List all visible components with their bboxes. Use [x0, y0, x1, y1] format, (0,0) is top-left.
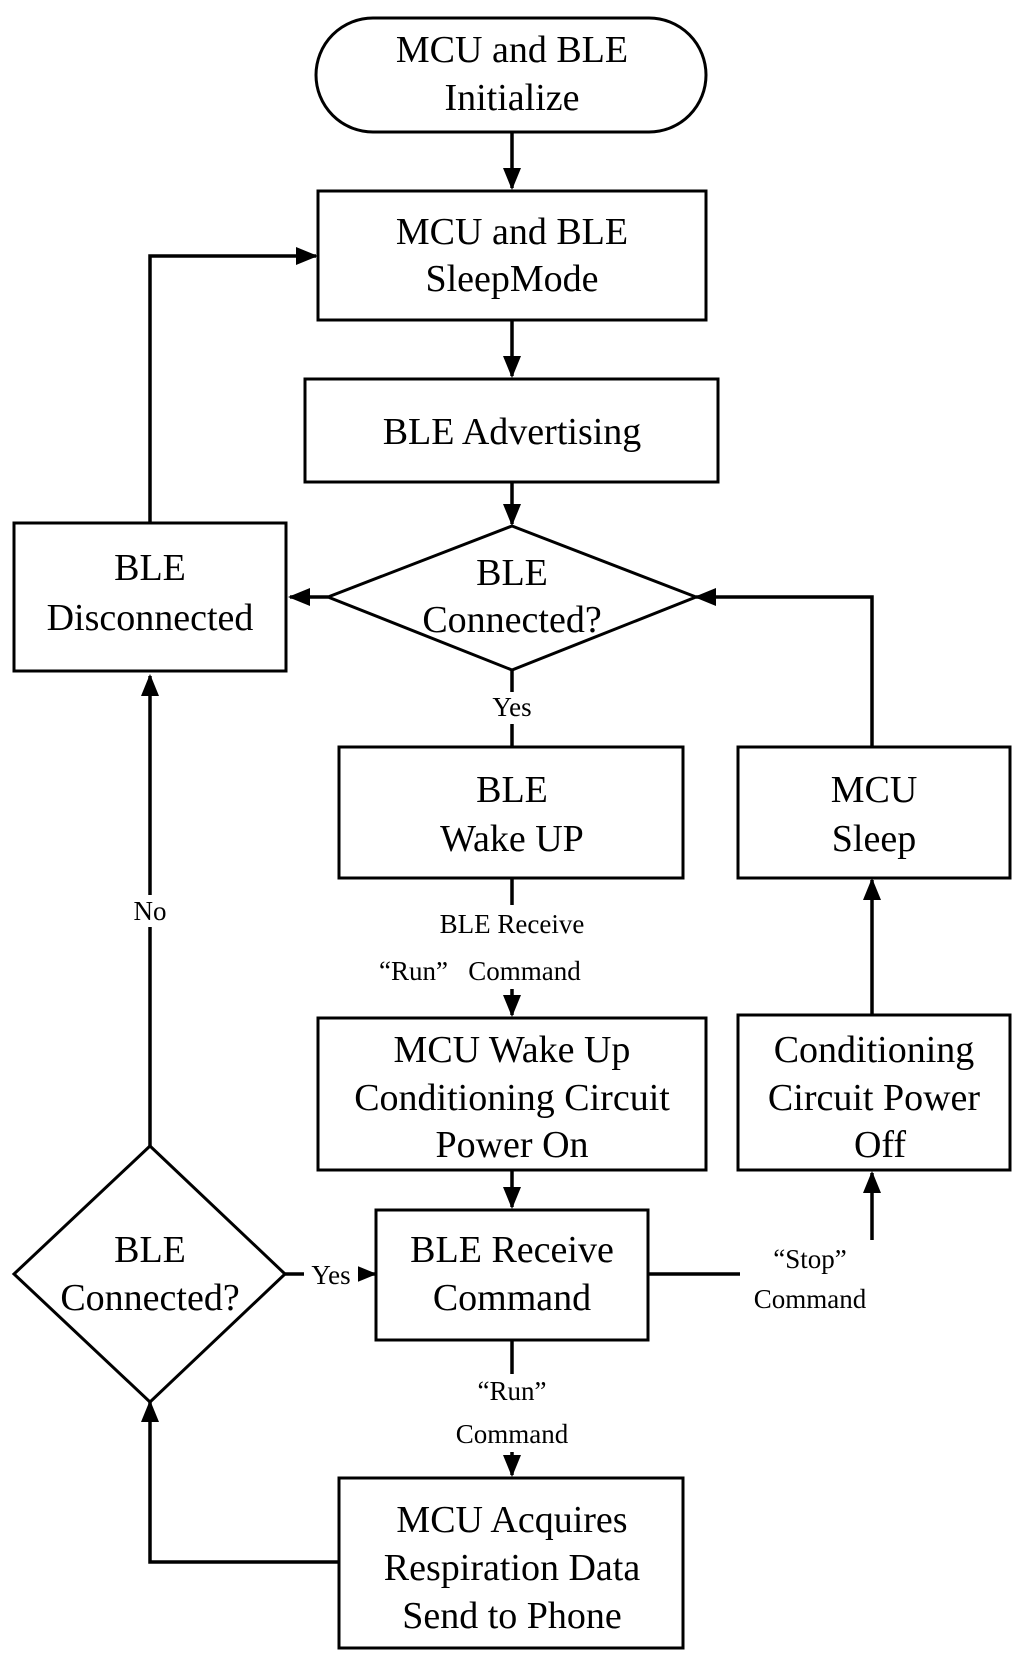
edge-label-yes-1: Yes	[492, 692, 531, 722]
mcusleep-label-line1: MCU	[831, 769, 918, 811]
init-label-line2: Initialize	[444, 77, 579, 119]
node-wakeup	[337, 745, 685, 880]
arrow-acquire-to-connected2	[141, 1400, 339, 1564]
poweroff-label-line2: Circuit Power	[768, 1077, 980, 1119]
edge-label-stop-line2: Command	[754, 1284, 867, 1314]
connected1-label-line2: Connected?	[422, 599, 601, 641]
mcuwake-label-line3: Power On	[435, 1124, 588, 1166]
node-advertising	[303, 377, 720, 484]
edge-label-receive-run-line2: “Run” Command	[379, 956, 581, 986]
poweroff-label-line3: Off	[854, 1124, 906, 1166]
node-sleepmode	[316, 189, 708, 322]
edge-label-no: No	[134, 896, 167, 926]
node-connected-1	[323, 524, 701, 672]
wakeup-label-line2: Wake UP	[440, 818, 584, 860]
receive-label-line1: BLE Receive	[410, 1229, 614, 1271]
acquire-label-line3: Send to Phone	[402, 1595, 622, 1637]
node-mcu-wake	[316, 1016, 708, 1172]
node-mcu-sleep	[736, 745, 1012, 880]
edge-label-receive-run-line1: BLE Receive	[440, 909, 585, 939]
mcuwake-label-line1: MCU Wake Up	[394, 1029, 631, 1071]
node-power-off	[736, 1013, 1012, 1172]
edge-label-stop-line1: “Stop”	[773, 1244, 847, 1274]
edge-label-run-line1: “Run”	[478, 1376, 547, 1406]
node-connected-2	[11, 1143, 288, 1405]
acquire-label-line1: MCU Acquires	[396, 1499, 627, 1541]
disconnected-label-line1: BLE	[114, 547, 186, 589]
sleepmode-label-line1: MCU and BLE	[396, 211, 628, 253]
node-receive-command	[374, 1208, 650, 1342]
poweroff-label-line1: Conditioning	[774, 1029, 975, 1071]
sleepmode-label-line2: SleepMode	[425, 258, 598, 300]
edge-label-run-line2: Command	[456, 1419, 569, 1449]
arrow-mcusleep-to-connected	[694, 588, 874, 747]
connected2-label-line1: BLE	[114, 1229, 186, 1271]
init-label-line1: MCU and BLE	[396, 29, 628, 71]
disconnected-label-line2: Disconnected	[47, 597, 254, 639]
receive-label-line2: Command	[433, 1277, 591, 1319]
connected1-label-line1: BLE	[476, 552, 548, 594]
wakeup-label-line1: BLE	[476, 769, 548, 811]
node-init	[314, 16, 708, 134]
connected2-label-line2: Connected?	[60, 1277, 239, 1319]
edge-labels: Yes BLE Receive “Run” Command “Stop” Com…	[126, 692, 880, 1452]
node-labels: MCU and BLE Initialize MCU and BLE Sleep…	[47, 29, 981, 1637]
mcuwake-label-line2: Conditioning Circuit	[354, 1077, 670, 1119]
advertising-label: BLE Advertising	[383, 411, 642, 453]
node-disconnected	[12, 521, 288, 673]
nodes	[11, 16, 1012, 1650]
mcusleep-label-line2: Sleep	[832, 818, 916, 860]
acquire-label-line2: Respiration Data	[384, 1547, 641, 1589]
node-acquire	[337, 1476, 685, 1650]
edge-label-yes-2: Yes	[311, 1260, 350, 1290]
arrow-disconnected-to-sleepmode	[148, 247, 318, 523]
